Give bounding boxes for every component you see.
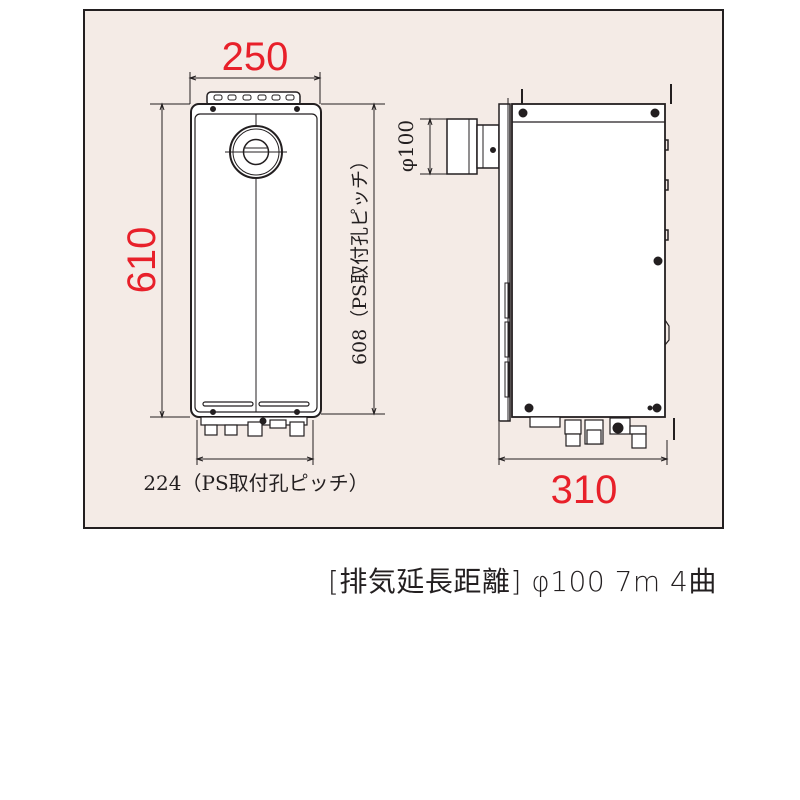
front-view bbox=[190, 91, 322, 437]
depth-dimension-label: 310 bbox=[551, 468, 618, 512]
side-view bbox=[446, 84, 675, 449]
exhaust-extension-caption: [排気延長距離] φ100 7m 4曲 bbox=[328, 565, 717, 598]
horizontal-pitch-label: 224（PS取付孔ピッチ） bbox=[143, 471, 368, 495]
front-dimension-lines bbox=[150, 72, 385, 465]
exhaust-diameter-label: φ100 bbox=[394, 120, 418, 172]
width-dimension-label: 250 bbox=[222, 35, 289, 79]
side-dimension-lines bbox=[420, 117, 669, 465]
height-dimension-label: 610 bbox=[120, 227, 164, 294]
vertical-pitch-label: 608（PS取付孔ピッチ） bbox=[349, 151, 371, 365]
